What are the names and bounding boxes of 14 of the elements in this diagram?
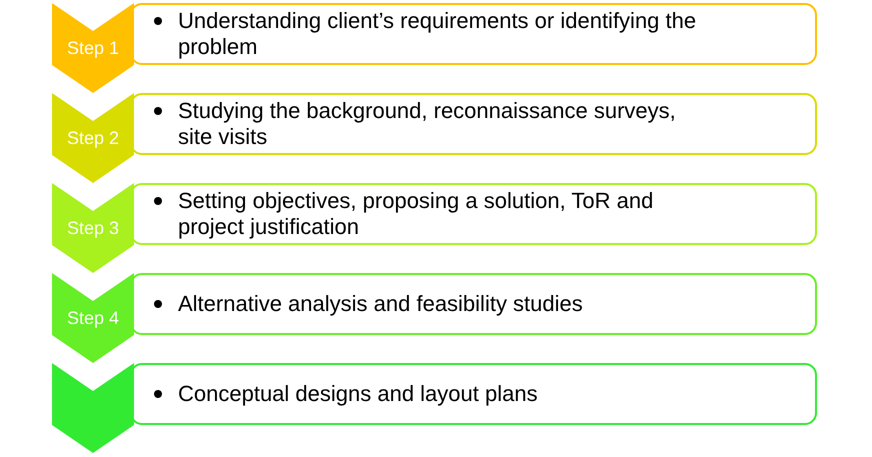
step-label: Step 1 — [66, 37, 120, 59]
step-description: Setting objectives, proposing a solution, ToR and project justification — [178, 188, 654, 240]
step-label: Step 2 — [66, 127, 120, 149]
step-description: Conceptual designs and layout plans — [178, 381, 538, 407]
step-label: Step 3 — [66, 217, 120, 239]
step-marker — [52, 93, 134, 183]
step-description: Alternative analysis and feasibility studies — [178, 291, 583, 317]
step-marker — [52, 3, 134, 93]
step-description: Studying the background, reconnaissance surveys, site visits — [178, 98, 677, 150]
step-label: Step 4 — [66, 307, 120, 329]
step-marker — [52, 183, 134, 273]
step-marker — [52, 363, 134, 453]
step-description: Understanding client’s requirements or identifying the problem — [178, 8, 698, 60]
step-marker — [52, 273, 134, 363]
